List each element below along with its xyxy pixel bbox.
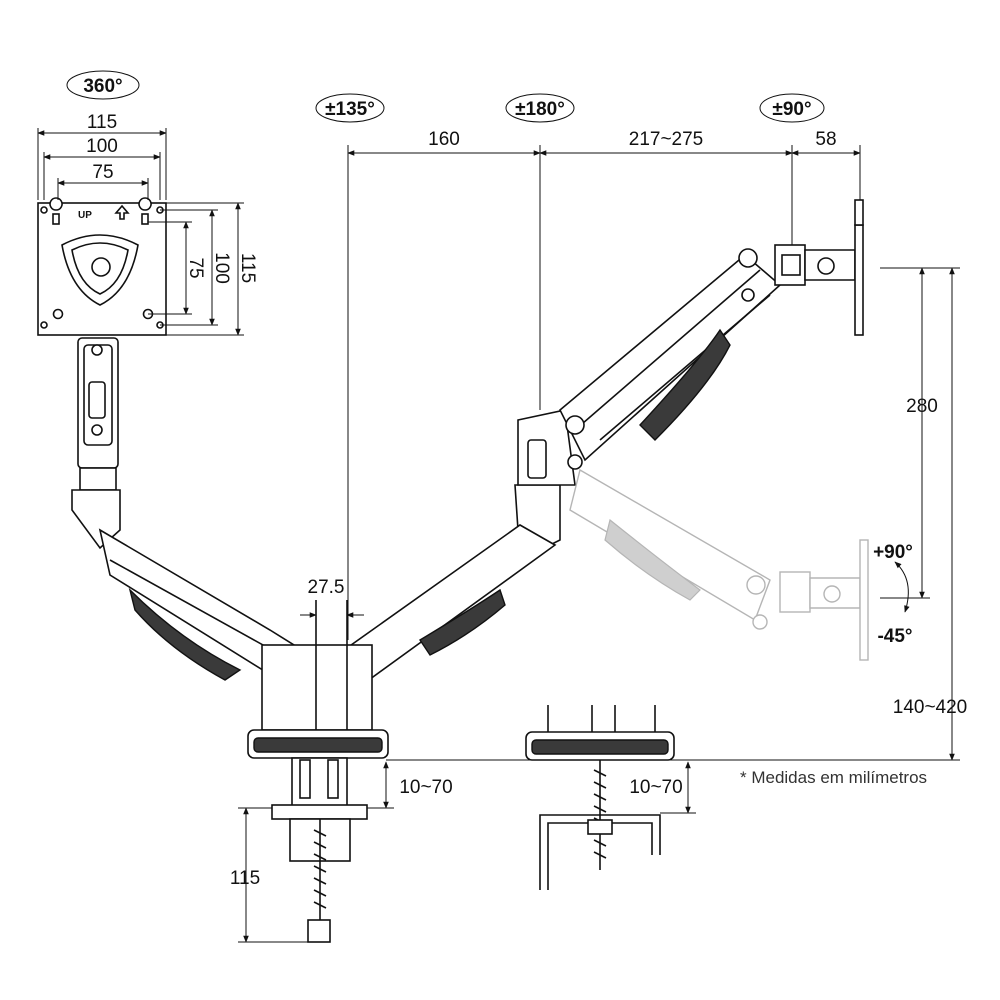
dim-clamp-right: 10~70	[629, 777, 682, 798]
right-clamp	[525, 705, 675, 890]
rot-head-label: ±90°	[772, 99, 811, 120]
dim-head-depth: 58	[815, 129, 836, 150]
dim-vesa-outer-w: 115	[87, 112, 117, 133]
vesa-plate: UP	[37, 197, 167, 336]
main-arm-ghost	[569, 468, 869, 661]
dim-vesa-mid-h: 100	[211, 252, 232, 284]
rot-vesa-label: 360°	[83, 76, 122, 97]
dim-height-range: 140~420	[893, 697, 968, 718]
rotation-badges	[66, 70, 825, 123]
tilt-down-label: -45°	[877, 626, 912, 647]
main-arm-raised	[517, 199, 864, 486]
dimension-lines	[37, 128, 960, 943]
dim-clamp-left: 10~70	[399, 777, 452, 798]
dim-clamp-depth: 115	[230, 868, 260, 889]
dim-arm-upper: 217~275	[629, 129, 704, 150]
measurement-note: * Medidas em milímetros	[740, 768, 927, 787]
rot-elbow-label: ±180°	[515, 99, 565, 120]
dim-arm-lower: 160	[428, 129, 460, 150]
dim-pole-width: 27.5	[308, 577, 345, 598]
dim-vesa-inner-w: 75	[92, 162, 113, 183]
pole-base	[247, 600, 389, 943]
right-arm	[328, 484, 561, 692]
dim-vesa-inner-h: 75	[185, 257, 206, 278]
dim-tilt-range: 280	[906, 396, 938, 417]
tilt-up-label: +90°	[873, 542, 913, 563]
labels: 360° ±135° ±180° ±90° +90° -45° 115 100 …	[83, 76, 967, 889]
left-tilt-head	[77, 337, 119, 491]
dim-vesa-outer-h: 115	[237, 253, 258, 283]
rot-base-label: ±135°	[325, 99, 375, 120]
up-label: UP	[78, 210, 92, 221]
up-arrow-icon	[114, 204, 130, 220]
dim-vesa-mid-w: 100	[86, 136, 118, 157]
